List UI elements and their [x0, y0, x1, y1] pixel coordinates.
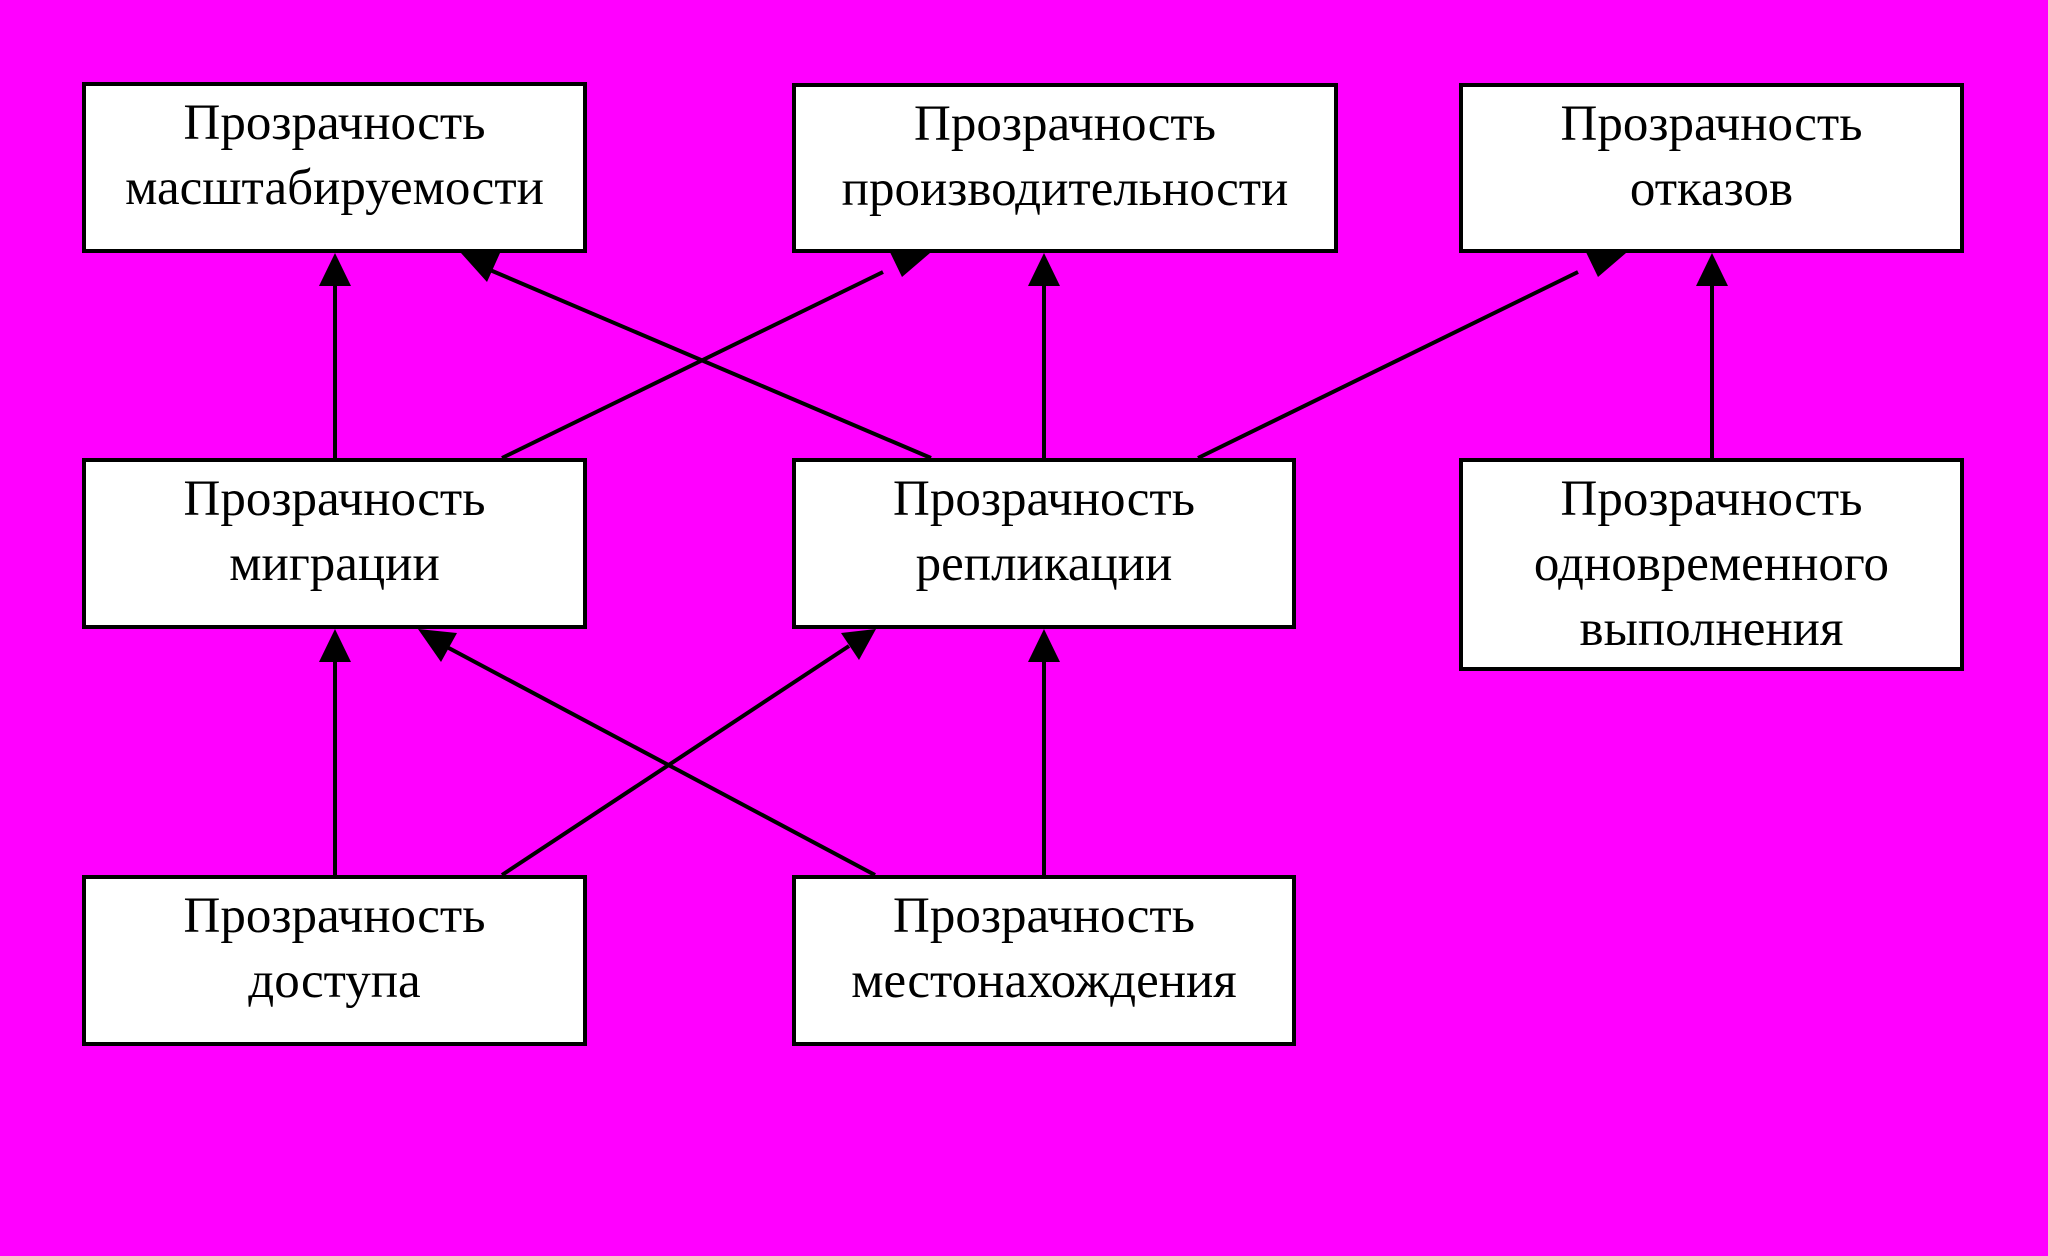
- edge-migration-to-scalability: [319, 253, 351, 458]
- node-label-line: доступа: [248, 953, 421, 1009]
- node-location-transparency: Прозрачность местонахождения: [792, 875, 1296, 1046]
- node-label-line: Прозрачность: [183, 95, 486, 151]
- arrowhead: [1028, 629, 1060, 662]
- arrowhead: [841, 629, 876, 660]
- arrowhead: [418, 629, 457, 662]
- node-label-line: миграции: [229, 536, 440, 592]
- node-label-line: Прозрачность: [183, 888, 486, 944]
- edge-line: [501, 270, 884, 460]
- node-label-line: Прозрачность: [1560, 96, 1863, 152]
- node-label-line: выполнения: [1579, 601, 1844, 657]
- edge-migration-to-performance: [501, 248, 930, 460]
- node-scalability-transparency: Прозрачность масштабируемости: [82, 82, 587, 253]
- arrowhead: [461, 253, 500, 282]
- edge-replication-to-performance: [1028, 253, 1060, 458]
- node-label-line: Прозрачность: [893, 888, 1195, 944]
- node-label-line: производительности: [841, 161, 1289, 217]
- node-failure-transparency: Прозрачность отказов: [1459, 83, 1964, 253]
- node-migration-transparency: Прозрачность миграции: [82, 458, 587, 629]
- node-label-line: репликации: [915, 536, 1173, 592]
- node-replication-transparency: Прозрачность репликации: [792, 458, 1296, 629]
- node-label-line: отказов: [1629, 161, 1794, 217]
- node-concurrency-transparency: Прозрачность одновременного выполнения: [1459, 458, 1964, 671]
- arrowhead: [1028, 253, 1060, 286]
- edge-location-to-replication: [1028, 629, 1060, 875]
- arrowhead: [319, 629, 351, 662]
- node-label-line: масштабируемости: [125, 160, 544, 216]
- arrowhead: [1584, 248, 1626, 277]
- node-label-line: одновременного: [1533, 536, 1890, 592]
- edge-line: [1197, 270, 1579, 460]
- arrowhead: [319, 253, 351, 286]
- node-label-line: Прозрачность: [914, 96, 1216, 152]
- edge-line: [489, 268, 932, 460]
- node-label-line: Прозрачность: [183, 471, 486, 527]
- edge-replication-to-failure: [1197, 248, 1626, 460]
- edge-access-to-replication: [500, 629, 876, 877]
- node-label-line: Прозрачность: [893, 471, 1195, 527]
- edge-location-to-migration: [418, 629, 876, 877]
- node-label-line: местонахождения: [851, 953, 1237, 1009]
- arrowhead: [888, 248, 930, 277]
- edge-concurrency-to-failure: [1696, 253, 1728, 458]
- arrowhead: [1696, 253, 1728, 286]
- edge-line: [500, 644, 851, 877]
- edge-line: [444, 644, 876, 877]
- node-label-line: Прозрачность: [1560, 471, 1863, 527]
- edge-replication-to-scalability: [461, 253, 932, 460]
- edge-access-to-migration: [319, 629, 351, 875]
- node-performance-transparency: Прозрачность производительности: [792, 83, 1338, 253]
- node-access-transparency: Прозрачность доступа: [82, 875, 587, 1046]
